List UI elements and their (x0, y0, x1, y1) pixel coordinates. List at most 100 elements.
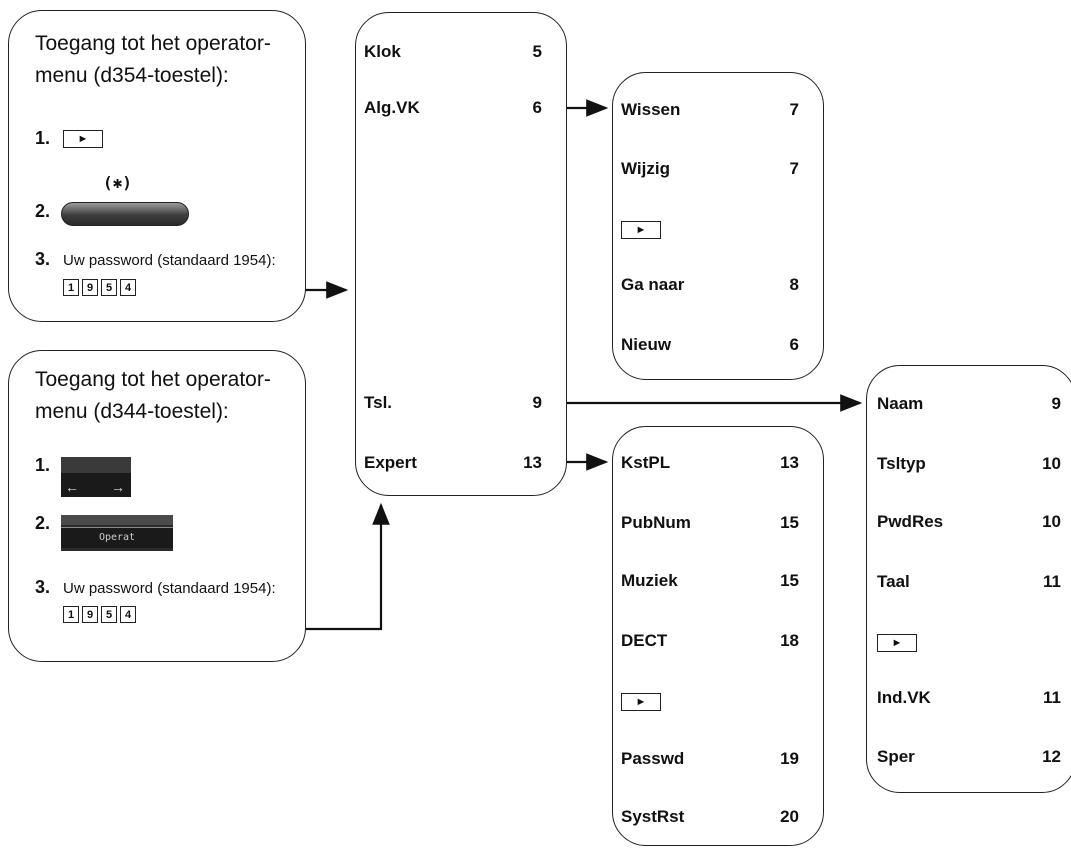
menu-item-label: Wissen (621, 100, 681, 119)
access-title-line1: Toegang tot het operator- (35, 32, 271, 55)
menu-item-label: Taal (877, 572, 910, 591)
expert-submenu-panel: KstPL 13 PubNum 15 Muziek 15 DECT 18 ► P… (612, 426, 824, 846)
menu-item-label: DECT (621, 631, 668, 650)
menu-item-label: Klok (364, 42, 401, 61)
next-page-button[interactable]: ► (621, 693, 661, 711)
menu-item-page: 5 (532, 42, 542, 61)
menu-item-page: 9 (1051, 394, 1061, 413)
access-panel-d344: Toegang tot het operator- menu (d344-toe… (8, 350, 306, 662)
menu-item-page: 10 (1042, 454, 1061, 473)
menu-item-page: 9 (532, 393, 542, 412)
digit-key[interactable]: 1 (63, 606, 79, 623)
menu-item-label: PubNum (621, 513, 691, 532)
menu-item-page: 7 (789, 100, 799, 119)
submenu-item-indvk[interactable]: Ind.VK 11 (877, 688, 1061, 708)
submenu-item-pwdres[interactable]: PwdRes 10 (877, 512, 1061, 532)
algvk-submenu-panel: Wissen 7 Wijzig 7 ► Ga naar 8 Nieuw 6 (612, 72, 824, 380)
menu-item-page: 19 (780, 749, 799, 768)
menu-item-page: 11 (1043, 688, 1061, 707)
menu-item-label: KstPL (621, 453, 671, 472)
submenu-item-sper[interactable]: Sper 12 (877, 747, 1061, 767)
dark-key-button[interactable] (61, 202, 189, 226)
menu-item-label: Sper (877, 747, 915, 766)
submenu-item-ganaar[interactable]: Ga naar 8 (621, 275, 799, 295)
submenu-item-kstpl[interactable]: KstPL 13 (621, 453, 799, 473)
digit-key[interactable]: 4 (120, 606, 136, 623)
operat-display[interactable]: Operat (61, 515, 173, 551)
menu-item-page: 13 (523, 453, 542, 472)
submenu-item-wijzig[interactable]: Wijzig 7 (621, 159, 799, 179)
digit-key[interactable]: 9 (82, 606, 98, 623)
step-1-number: 1. (35, 455, 51, 475)
next-page-button[interactable]: ► (621, 221, 661, 239)
star-key-icon: (✱) (103, 173, 132, 192)
menu-item-page: 11 (1043, 572, 1061, 591)
submenu-item-naam[interactable]: Naam 9 (877, 394, 1061, 414)
left-arrow-icon: ← (65, 479, 79, 495)
menu-item-page: 6 (789, 335, 799, 354)
access-title-line1: Toegang tot het operator- (35, 368, 271, 391)
step-3-number: 3. (35, 577, 51, 597)
submenu-item-taal[interactable]: Taal 11 (877, 572, 1061, 592)
menu-item-page: 13 (780, 453, 799, 472)
menu-item-page: 12 (1042, 747, 1061, 766)
menu-item-page: 6 (532, 98, 542, 117)
menu-item-label: Ind.VK (877, 688, 931, 707)
display-arrows-icon[interactable]: ← → (61, 457, 131, 497)
step-2-number: 2. (35, 513, 51, 533)
menu-item-page: 15 (780, 513, 799, 532)
right-arrow-icon: → (111, 479, 125, 495)
submenu-item-dect[interactable]: DECT 18 (621, 631, 799, 651)
menu-item-page: 10 (1042, 512, 1061, 531)
digit-key[interactable]: 5 (101, 606, 117, 623)
password-digits: 1 9 5 4 (63, 279, 136, 296)
menu-item-page: 15 (780, 571, 799, 590)
password-hint: Uw password (standaard 1954): (63, 580, 276, 597)
main-menu-panel: Klok 5 Alg.VK 6 Tsl. 9 Expert 13 (355, 12, 567, 496)
access-panel-d354: Toegang tot het operator- menu (d354-toe… (8, 10, 306, 322)
menu-item-label: Passwd (621, 749, 685, 768)
submenu-item-systrst[interactable]: SystRst 20 (621, 807, 799, 827)
step-2-number: 2. (35, 201, 51, 221)
menu-item-label: Muziek (621, 571, 678, 590)
access-title-line2: menu (d344-toestel): (35, 400, 229, 423)
menu-item-label: Expert (364, 453, 417, 472)
menu-item-page: 20 (780, 807, 799, 826)
operat-label: Operat (61, 527, 173, 548)
menu-item-page: 7 (789, 159, 799, 178)
menu-item-label: PwdRes (877, 512, 944, 531)
menu-item-expert[interactable]: Expert 13 (364, 453, 542, 473)
menu-item-label: Tsltyp (877, 454, 926, 473)
menu-item-label: Ga naar (621, 275, 685, 294)
submenu-item-pubnum[interactable]: PubNum 15 (621, 513, 799, 533)
digit-key[interactable]: 1 (63, 279, 79, 296)
password-hint: Uw password (standaard 1954): (63, 252, 276, 269)
menu-item-label: Wijzig (621, 159, 670, 178)
arrow-d344-to-main (287, 502, 390, 631)
menu-item-algvk[interactable]: Alg.VK 6 (364, 98, 542, 118)
submenu-item-nieuw[interactable]: Nieuw 6 (621, 335, 799, 355)
step-3-number: 3. (35, 249, 51, 269)
play-button-icon[interactable]: ► (63, 130, 103, 148)
password-digits: 1 9 5 4 (63, 606, 136, 623)
next-page-button[interactable]: ► (877, 634, 917, 652)
submenu-item-passwd[interactable]: Passwd 19 (621, 749, 799, 769)
menu-item-label: Nieuw (621, 335, 672, 354)
digit-key[interactable]: 4 (120, 279, 136, 296)
digit-key[interactable]: 5 (101, 279, 117, 296)
digit-key[interactable]: 9 (82, 279, 98, 296)
tsl-submenu-panel: Naam 9 Tsltyp 10 PwdRes 10 Taal 11 ► Ind… (866, 365, 1071, 793)
submenu-item-wissen[interactable]: Wissen 7 (621, 100, 799, 120)
step-1-number: 1. (35, 128, 51, 148)
menu-item-klok[interactable]: Klok 5 (364, 42, 542, 62)
submenu-item-muziek[interactable]: Muziek 15 (621, 571, 799, 591)
menu-item-label: Tsl. (364, 393, 393, 412)
access-title-line2: menu (d354-toestel): (35, 64, 229, 87)
menu-item-page: 18 (780, 631, 799, 650)
menu-item-page: 8 (789, 275, 799, 294)
menu-item-label: Alg.VK (364, 98, 420, 117)
menu-item-tsl[interactable]: Tsl. 9 (364, 393, 542, 413)
menu-item-label: SystRst (621, 807, 685, 826)
submenu-item-tsltyp[interactable]: Tsltyp 10 (877, 454, 1061, 474)
menu-item-label: Naam (877, 394, 924, 413)
